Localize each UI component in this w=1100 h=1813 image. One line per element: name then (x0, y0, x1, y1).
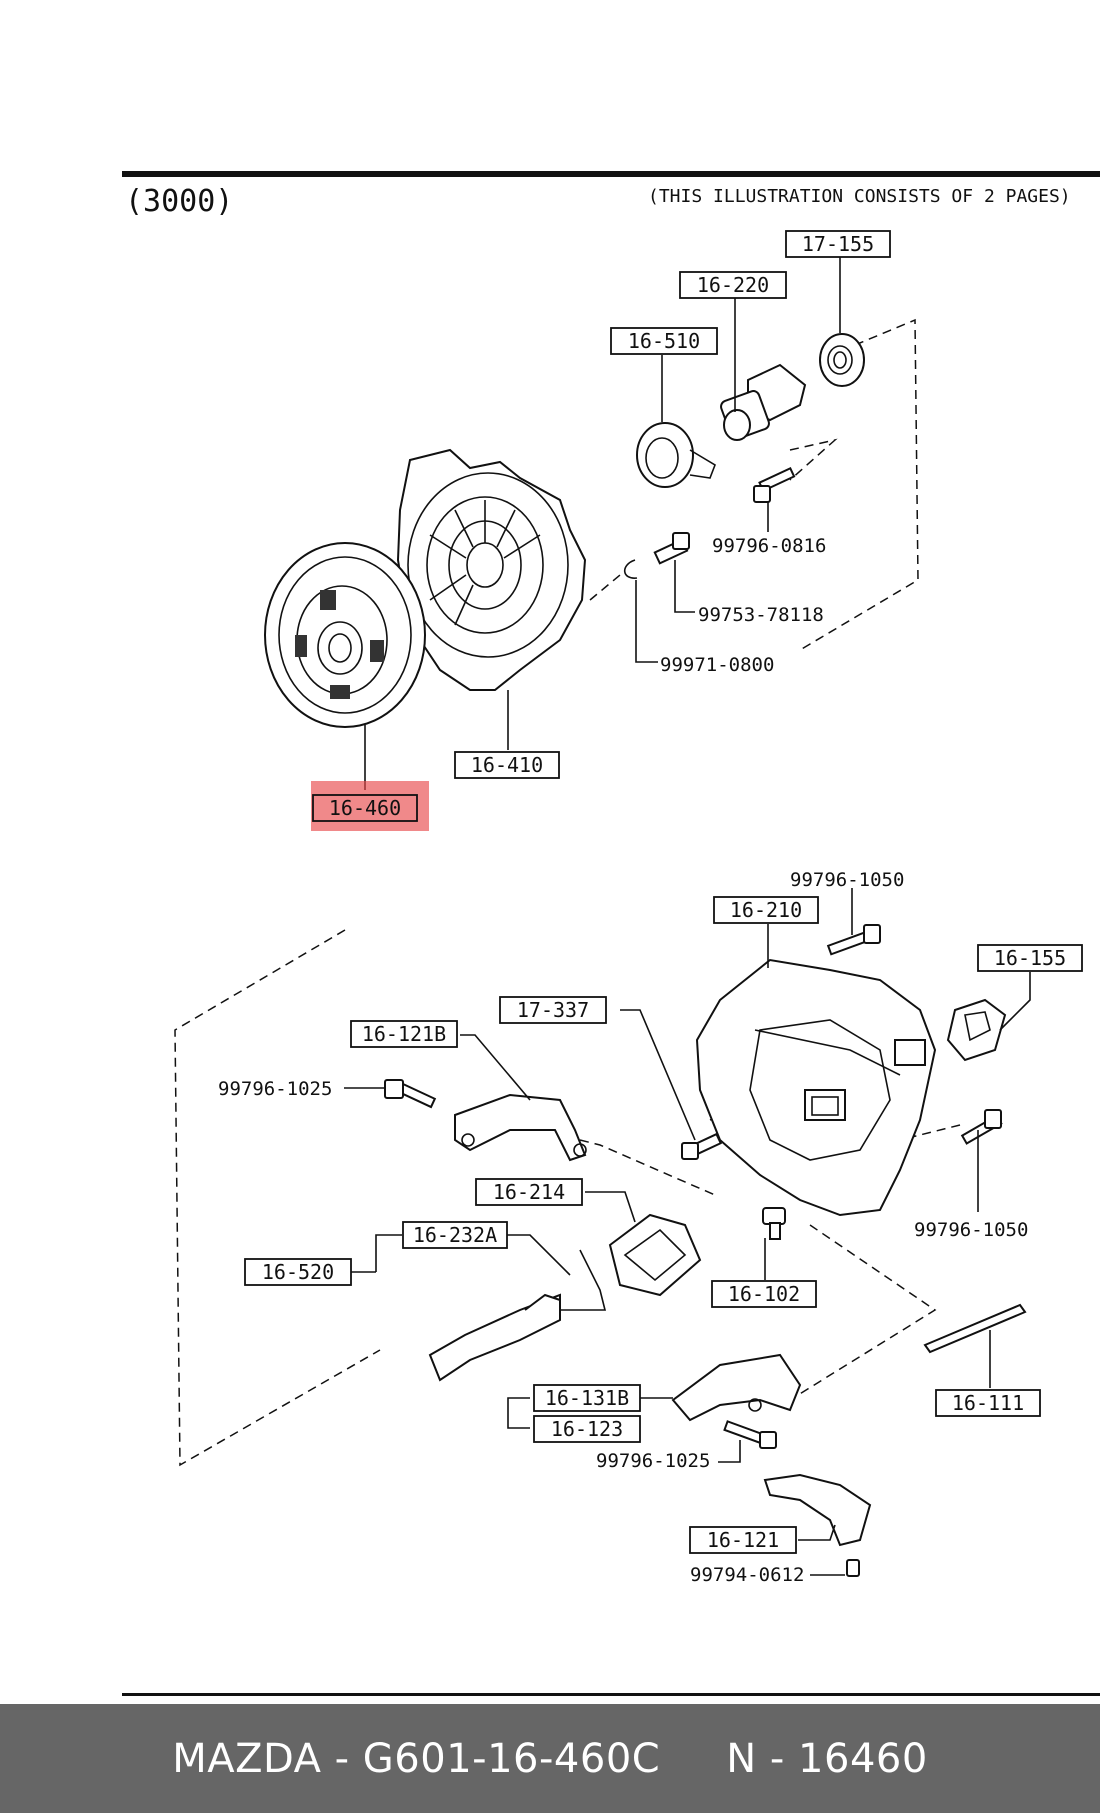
svg-text:16-155: 16-155 (994, 946, 1066, 970)
leader-16-232a (507, 1234, 571, 1276)
svg-text:17-337: 17-337 (517, 998, 589, 1022)
dashed-guide-housing-lower (789, 1224, 937, 1401)
bracket-16-121b-part (454, 1093, 587, 1162)
leader-16-121 (798, 1524, 836, 1541)
svg-text:16-220: 16-220 (697, 273, 769, 297)
svg-text:16-121B: 16-121B (362, 1022, 446, 1046)
exploded-clutch-diagram: (3000) (THIS ILLUSTRATION CONSISTS OF 2 … (122, 171, 1100, 1696)
clutch-housing-part (695, 958, 937, 1217)
dashed-guide-top-right (799, 318, 919, 651)
callout-16-121: 16-121 (689, 1526, 797, 1554)
callout-16-155: 16-155 (977, 944, 1083, 972)
screw-0612-part (846, 1559, 860, 1577)
footer-bar: MAZDA - G601-16-460C N - 16460 (0, 1704, 1100, 1813)
svg-text:16-214: 16-214 (493, 1180, 565, 1204)
bottom-rule (122, 1693, 1100, 1696)
dashed-guide-center (589, 574, 621, 601)
part-number-1050-right: 99796-1050 (914, 1219, 1028, 1241)
inspection-cover-part (946, 998, 1007, 1062)
svg-text:16-111: 16-111 (952, 1391, 1024, 1415)
leader-16-123-arrow (507, 1397, 530, 1429)
bolt-1050-right-part (960, 1109, 1003, 1145)
bolt-1025-bottom-part (723, 1420, 777, 1449)
part-number-1050-top: 99796-1050 (790, 869, 904, 891)
callout-16-520: 16-520 (244, 1258, 352, 1286)
bolt-17-337-part (681, 1132, 723, 1160)
callout-16-460-highlighted[interactable]: 16-460 (311, 781, 429, 831)
callout-17-337: 17-337 (499, 996, 607, 1024)
footer-part-info: MAZDA - G601-16-460C N - 16460 (172, 1735, 928, 1782)
plate-16-121-part (763, 1473, 872, 1547)
callout-16-123: 16-123 (533, 1415, 641, 1443)
leader-16-155 (999, 972, 1031, 1031)
leader-16-214 (585, 1191, 636, 1223)
pivot-16-102-part (762, 1207, 786, 1240)
section-code: (3000) (125, 184, 233, 219)
clip-0800-part (623, 559, 638, 579)
svg-text:17-155: 17-155 (802, 232, 874, 256)
callout-16-102: 16-102 (711, 1280, 817, 1308)
release-bearing-part (819, 333, 865, 387)
guide-sleeve-part (720, 363, 807, 441)
illustration-note: (THIS ILLUSTRATION CONSISTS OF 2 PAGES) (648, 186, 1071, 207)
dashed-guide-bearing (789, 438, 838, 481)
callout-16-232a: 16-232A (402, 1221, 508, 1249)
part-number-78118: 99753-78118 (698, 604, 824, 626)
part-number-1025-bottom: 99796-1025 (596, 1450, 710, 1472)
svg-text:16-460: 16-460 (329, 796, 401, 820)
callout-16-210: 16-210 (713, 896, 819, 924)
svg-text:16-131B: 16-131B (545, 1386, 629, 1410)
clutch-disc-part (264, 542, 426, 728)
leader-1025-bottom (718, 1440, 741, 1463)
svg-text:16-121: 16-121 (707, 1528, 779, 1552)
bolt-1025-left-part (384, 1079, 437, 1109)
callout-16-220: 16-220 (679, 271, 787, 299)
leader-0800 (635, 580, 658, 663)
part-number-0800: 99971-0800 (660, 654, 774, 676)
boot-16-214-part (608, 1213, 702, 1297)
callout-16-121b: 16-121B (350, 1020, 458, 1048)
callout-16-131b: 16-131B (533, 1384, 641, 1412)
spring-16-232a-part (545, 1249, 607, 1311)
svg-text:16-520: 16-520 (262, 1260, 334, 1284)
callout-16-510: 16-510 (610, 327, 718, 355)
release-fork-part (428, 1293, 561, 1382)
svg-text:16-510: 16-510 (628, 329, 700, 353)
svg-text:16-102: 16-102 (728, 1282, 800, 1306)
leader-17-337 (620, 1009, 696, 1141)
leader-78118 (674, 560, 695, 613)
highlight-box (311, 781, 429, 831)
svg-text:16-232A: 16-232A (413, 1223, 497, 1247)
bolt-0816-part (753, 466, 796, 503)
gasket-16-111-part (923, 1303, 1027, 1354)
dashed-guide-fork (579, 1139, 716, 1196)
part-number-0612: 99794-0612 (690, 1564, 804, 1586)
release-collar-part (636, 422, 716, 488)
top-rule (122, 171, 1100, 177)
callout-16-214: 16-214 (475, 1178, 583, 1206)
bracket-16-131b-part (671, 1353, 802, 1422)
pressure-plate-part (396, 448, 587, 691)
callout-16-410: 16-410 (454, 751, 560, 779)
bolt-1050-top-part (826, 924, 881, 956)
stud-78118-part (653, 532, 690, 565)
leader-16-520 (375, 1234, 402, 1272)
svg-text:16-410: 16-410 (471, 753, 543, 777)
svg-text:16-123: 16-123 (551, 1417, 623, 1441)
leader-16-121b (460, 1034, 531, 1101)
callout-17-155: 17-155 (785, 230, 891, 258)
callout-16-111: 16-111 (935, 1389, 1041, 1417)
dashed-guide-left-outline (174, 929, 381, 1467)
part-number-0816: 99796-0816 (712, 535, 826, 557)
svg-text:16-210: 16-210 (730, 898, 802, 922)
part-number-1025-left: 99796-1025 (218, 1078, 332, 1100)
